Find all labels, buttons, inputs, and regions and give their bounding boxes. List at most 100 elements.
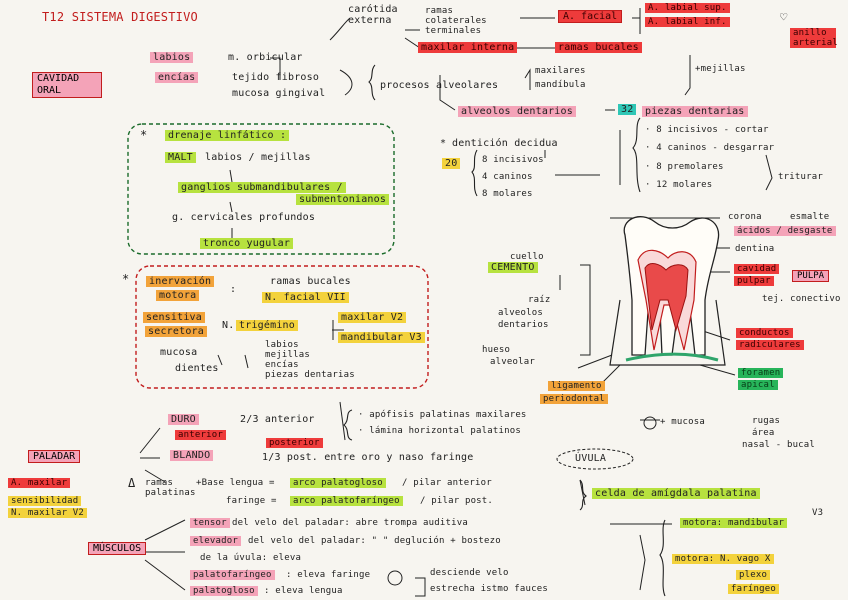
corona: corona: [728, 212, 762, 222]
encias-desc-2: mucosa gingival: [232, 88, 326, 99]
a-facial: A. facial: [558, 10, 623, 23]
n-maxilar: N. maxilar V2: [8, 508, 88, 518]
palatofaringeo: palatofaríngeo: [190, 570, 275, 580]
ligamento-2: periodontal: [540, 394, 608, 404]
faringe-arco: arco palatofaríngeo: [290, 496, 403, 506]
labial-inf: A. labial inf.: [645, 17, 730, 27]
conductos-2: radiculares: [736, 340, 804, 350]
palatogloso-desc: : eleva lengua: [264, 586, 343, 596]
paladar-label: PALADAR: [28, 450, 81, 463]
ramas-3: terminales: [425, 26, 482, 36]
inervacion: inervación: [146, 276, 215, 287]
faringe-post: / pilar post.: [420, 496, 494, 506]
procesos-alveolares: procesos alveolares: [380, 80, 499, 91]
cervicales: g. cervicales profundos: [172, 212, 316, 223]
ramas-bucales-inerv: ramas bucales: [270, 276, 351, 287]
motora-vago: motora: N. vago X: [672, 554, 774, 564]
n-trigemino: trigémino: [236, 320, 298, 331]
num-20: 20: [442, 158, 461, 169]
maxilar-v2: maxilar V2: [338, 312, 407, 323]
uvula-musculo: de la úvula: eleva: [200, 553, 302, 563]
piezas-dentarias: piezas dentarias: [642, 106, 748, 117]
ramas-2: colaterales: [425, 16, 487, 26]
page-title: T12 SISTEMA DIGESTIVO: [42, 10, 198, 24]
elevador-desc: del velo del paladar: " " deglución + bo…: [248, 536, 501, 546]
celda-amigdala: celda de amígdala palatina: [592, 488, 760, 499]
triturar: triturar: [778, 172, 823, 182]
mucosa-inerv: mucosa: [160, 347, 198, 358]
mandibula: mandíbula: [535, 80, 586, 90]
hueso-2: alveolar: [490, 357, 535, 367]
ramas-palatinas-2: palatinas: [145, 488, 196, 498]
sensibilidad: sensibilidad: [8, 496, 82, 506]
paladar-blando: BLANDO: [170, 450, 214, 461]
ramas-palatinas-1: ramas: [145, 478, 174, 488]
plexo: plexo: [736, 570, 771, 580]
cuello: cuello: [510, 252, 544, 262]
maxilar-interna: maxilar interna: [418, 42, 518, 53]
triangle-icon: Δ: [128, 476, 136, 490]
dentina: dentina: [735, 244, 775, 254]
mandibular-v3: mandibular V3: [338, 332, 425, 343]
tej-conectivo: tej. conectivo: [762, 294, 841, 304]
ramas-1: ramas: [425, 6, 454, 16]
decidua-2: 4 caninos: [482, 172, 533, 182]
perm-4: · 12 molares: [645, 180, 713, 190]
denticion-decidua: dentición decidua: [452, 138, 558, 149]
inerv-l1: labios: [265, 340, 299, 350]
acidos: ácidos / desgaste: [734, 226, 836, 236]
anillo-arterial: anillo arterial: [790, 28, 838, 48]
cavidad-oral-label: CAVIDAD ORAL: [32, 72, 102, 98]
ramas-bucales: ramas bucales: [555, 42, 642, 53]
v3-label: V3: [812, 508, 824, 518]
base-arco: arco palatogloso: [290, 478, 386, 488]
palatofaringeo-desc: : eleva faringe: [286, 570, 371, 580]
perm-2: · 4 caninos - desgarrar: [645, 143, 775, 153]
pulpa: PULPA: [792, 270, 830, 282]
decidua-3: 8 molares: [482, 189, 533, 199]
alveolos-1: alveolos: [498, 308, 543, 318]
encias: encías: [155, 72, 199, 83]
cemento: CEMENTO: [488, 262, 538, 273]
inervacion-colon: :: [230, 284, 237, 295]
cavidad-pulpar-1: cavidad: [734, 264, 780, 274]
tensor-desc: del velo del paladar: abre trompa auditi…: [232, 518, 468, 528]
tooth-drawing: [609, 216, 726, 366]
heart-icon: ♡: [780, 10, 788, 24]
ligamento-1: ligamento: [548, 381, 605, 391]
raiz: raíz: [528, 295, 551, 305]
foramen-1: foramen: [738, 368, 784, 378]
musculos-label: MÚSCULOS: [88, 542, 147, 555]
inerv-l3: encías: [265, 360, 299, 370]
perm-1: · 8 incisivos - cortar: [645, 125, 769, 135]
labios: labios: [150, 52, 194, 63]
perm-3: · 8 premolares: [645, 162, 724, 172]
n-facial: N. facial VII: [262, 292, 349, 303]
alveolos-dentarios: alveolos dentarios: [458, 106, 576, 117]
maxilares: maxilares: [535, 66, 586, 76]
linfatico-title: drenaje linfático :: [165, 130, 290, 141]
malt: MALT: [165, 152, 196, 163]
malt-desc: labios / mejillas: [205, 152, 311, 163]
dientes: dientes: [175, 363, 219, 374]
inervacion-star: *: [122, 272, 130, 286]
paladar-duro-2: · lámina horizontal palatinos: [358, 426, 521, 436]
mejillas: +mejillas: [695, 64, 746, 74]
secretora: secretora: [145, 326, 207, 337]
inerv-l4: piezas dentarias: [265, 370, 355, 380]
elevador: elevador: [190, 536, 241, 546]
labios-desc: m. orbicular: [228, 52, 303, 63]
palatogloso: palatogloso: [190, 586, 258, 596]
paladar-mucosa: + mucosa: [660, 417, 705, 427]
paladar-duro-1: · apófisis palatinas maxilares: [358, 410, 527, 420]
faringe-pre: faringe =: [226, 496, 277, 506]
num-32: 32: [618, 104, 637, 115]
linfatico-star: *: [140, 128, 148, 142]
tensor: tensor: [190, 518, 230, 528]
desciende-velo: desciende velo: [430, 568, 509, 578]
inerv-l2: mejillas: [265, 350, 310, 360]
decidua-1: 8 incisivos: [482, 155, 544, 165]
dentadura-star: *: [440, 138, 447, 149]
conductos-1: conductos: [736, 328, 793, 338]
esmalte: esmalte: [790, 212, 830, 222]
